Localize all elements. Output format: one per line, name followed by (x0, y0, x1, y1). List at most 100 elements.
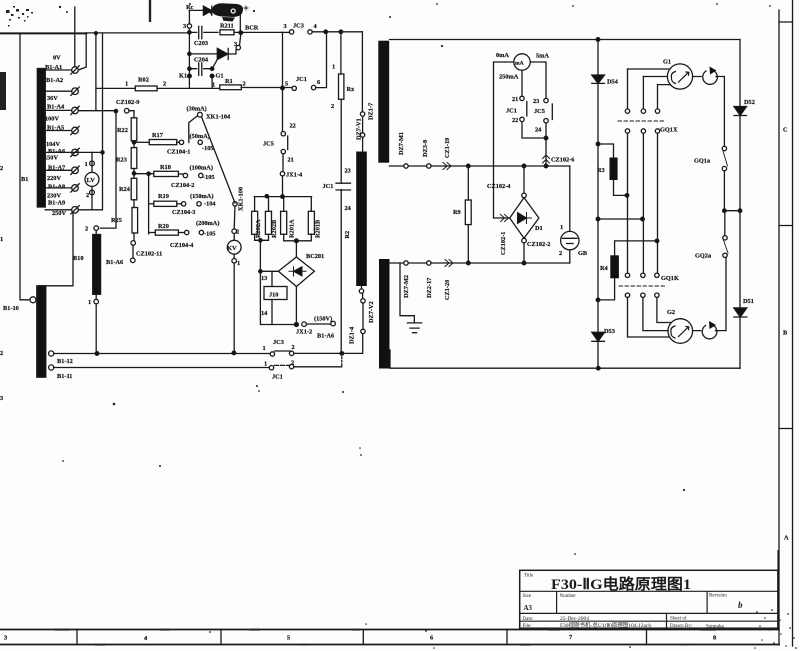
svg-text:GB: GB (578, 250, 588, 257)
svg-text:R1: R1 (225, 78, 233, 85)
svg-text:R9: R9 (453, 209, 461, 216)
svg-text:D53: D53 (604, 328, 615, 335)
svg-text:230V: 230V (47, 193, 61, 200)
svg-text:1: 1 (212, 81, 215, 88)
svg-text:Suimuka: Suimuka (706, 625, 725, 630)
svg-text:13: 13 (261, 275, 267, 282)
svg-text:8: 8 (713, 635, 716, 642)
svg-text:JC3: JC3 (293, 23, 304, 30)
svg-text:XK1-100: XK1-100 (238, 187, 245, 211)
svg-text:D52: D52 (744, 99, 755, 106)
svg-text:1: 1 (560, 224, 563, 231)
svg-text:B1-A5: B1-A5 (47, 125, 64, 132)
svg-text:21: 21 (512, 96, 518, 103)
svg-text:24: 24 (345, 205, 352, 212)
svg-text:DZ7-V2: DZ7-V2 (368, 301, 375, 323)
svg-text:GQ1a: GQ1a (694, 158, 711, 165)
svg-text:23: 23 (345, 168, 351, 175)
svg-text:1: 1 (332, 64, 335, 71)
svg-text:JC1: JC1 (296, 76, 307, 83)
svg-text:104V: 104V (46, 141, 60, 148)
svg-text:150V: 150V (44, 155, 58, 162)
svg-text:3: 3 (0, 395, 3, 402)
svg-text:6: 6 (430, 635, 433, 642)
svg-text:R201A: R201A (289, 219, 296, 238)
svg-text:JX1-4: JX1-4 (286, 171, 303, 178)
svg-text:DZ3-9: DZ3-9 (422, 140, 429, 157)
svg-text:B1-10: B1-10 (3, 305, 19, 312)
svg-text:D1: D1 (535, 225, 543, 232)
svg-text:R18: R18 (160, 164, 171, 171)
svg-text:2: 2 (0, 165, 3, 172)
svg-text:5mA: 5mA (536, 53, 549, 60)
svg-text:DZ7-M2: DZ7-M2 (403, 275, 410, 298)
svg-text:3: 3 (4, 635, 7, 642)
svg-text:2: 2 (291, 360, 294, 367)
svg-text:Drawn By:: Drawn By: (670, 624, 692, 629)
svg-text:DZ2-17: DZ2-17 (426, 278, 433, 298)
svg-text:F30-ⅡG电路原理图1: F30-ⅡG电路原理图1 (551, 575, 691, 593)
svg-text:2: 2 (85, 226, 88, 233)
svg-text:R02: R02 (138, 77, 149, 84)
svg-text:B1-A9: B1-A9 (48, 200, 65, 207)
svg-text:JX1-2: JX1-2 (296, 329, 312, 336)
svg-text:b: b (738, 600, 743, 610)
svg-text:2: 2 (292, 344, 295, 351)
svg-text:JC5: JC5 (263, 141, 274, 148)
svg-text:1: 1 (88, 299, 91, 306)
svg-text:R3: R3 (597, 167, 605, 174)
svg-text:B10: B10 (73, 255, 84, 262)
svg-text:Revision: Revision (709, 594, 727, 599)
svg-text:R201B: R201B (315, 219, 322, 238)
svg-text:-105: -105 (202, 145, 214, 152)
svg-text:1: 1 (85, 161, 88, 168)
svg-text:2: 2 (243, 81, 246, 88)
svg-text:B1-A4: B1-A4 (47, 104, 65, 111)
svg-text:(200mA): (200mA) (196, 220, 219, 227)
svg-text:250V: 250V (52, 210, 66, 217)
svg-text:JC5: JC5 (534, 108, 545, 115)
svg-text:7: 7 (569, 634, 572, 641)
svg-text:LV: LV (87, 177, 96, 184)
svg-text:Title: Title (524, 574, 534, 579)
svg-text:R20: R20 (158, 223, 169, 230)
svg-text:25-Dec-2004: 25-Dec-2004 (560, 616, 589, 622)
svg-text:(150V): (150V) (314, 316, 332, 323)
svg-text:GQ1X: GQ1X (660, 127, 678, 134)
svg-text:B1-A7: B1-A7 (48, 165, 65, 172)
svg-text:G2: G2 (667, 309, 675, 316)
svg-text:R4: R4 (600, 265, 609, 272)
svg-text:36V: 36V (47, 95, 58, 102)
svg-text:4: 4 (314, 23, 318, 30)
svg-text:220V: 220V (47, 175, 61, 182)
svg-text:(30mA): (30mA) (187, 106, 207, 113)
svg-text:2: 2 (236, 229, 239, 236)
svg-text:R202A: R202A (255, 219, 262, 238)
svg-text:JC3: JC3 (273, 339, 284, 346)
svg-text:G1: G1 (663, 59, 671, 66)
svg-text:K1: K1 (179, 73, 187, 80)
svg-text:CZ104-1: CZ104-1 (167, 148, 190, 155)
svg-text:CZ102-9: CZ102-9 (116, 99, 139, 106)
svg-text:22: 22 (512, 117, 518, 124)
svg-text:1: 1 (237, 260, 240, 267)
svg-text:2: 2 (331, 103, 334, 110)
svg-text:3: 3 (183, 23, 186, 30)
svg-text:R211: R211 (220, 23, 234, 30)
svg-text:F30视刚书机-总U1(Ⅱ0原理图104.12ach: F30视刚书机-总U1(Ⅱ0原理图104.12ach (560, 621, 651, 629)
svg-text:R2: R2 (344, 231, 351, 239)
svg-text:2: 2 (163, 81, 166, 88)
svg-text:-105: -105 (203, 174, 215, 181)
svg-text:24: 24 (535, 127, 542, 134)
svg-text:B1-12: B1-12 (57, 358, 73, 365)
svg-text:Rc: Rc (186, 4, 194, 11)
svg-text:R25: R25 (111, 217, 122, 224)
svg-text:CZ1-20: CZ1-20 (444, 280, 451, 300)
svg-text:B1-A6: B1-A6 (317, 333, 334, 340)
svg-text:CZ102-4: CZ102-4 (487, 183, 511, 190)
svg-text:5: 5 (287, 635, 290, 642)
svg-text:2: 2 (86, 192, 89, 199)
svg-text:R23: R23 (116, 157, 127, 164)
svg-text:G1: G1 (216, 73, 224, 80)
svg-text:C: C (783, 127, 788, 134)
